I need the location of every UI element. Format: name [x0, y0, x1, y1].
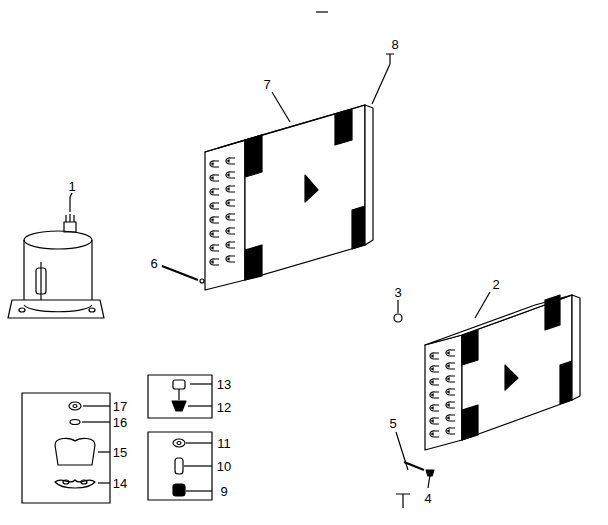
callout-number: 3 — [394, 286, 401, 299]
callout-number: 13 — [217, 378, 231, 391]
callout-number: 12 — [217, 401, 231, 414]
callout-number: 10 — [217, 460, 231, 473]
callout-number: 7 — [263, 78, 270, 91]
callout-number: 14 — [113, 477, 127, 490]
callout-number: 2 — [492, 278, 499, 291]
callout-number: 16 — [113, 416, 127, 429]
callout-number: 15 — [113, 446, 127, 459]
callout-number: 6 — [150, 257, 157, 270]
callout-number: 8 — [391, 38, 398, 51]
callout-number: 11 — [217, 437, 231, 450]
callout-number: 9 — [220, 485, 227, 498]
callout-number: 1 — [68, 180, 75, 193]
callout-number: 4 — [424, 492, 431, 505]
callout-number: 5 — [389, 417, 396, 430]
callout-number: 17 — [113, 400, 127, 413]
